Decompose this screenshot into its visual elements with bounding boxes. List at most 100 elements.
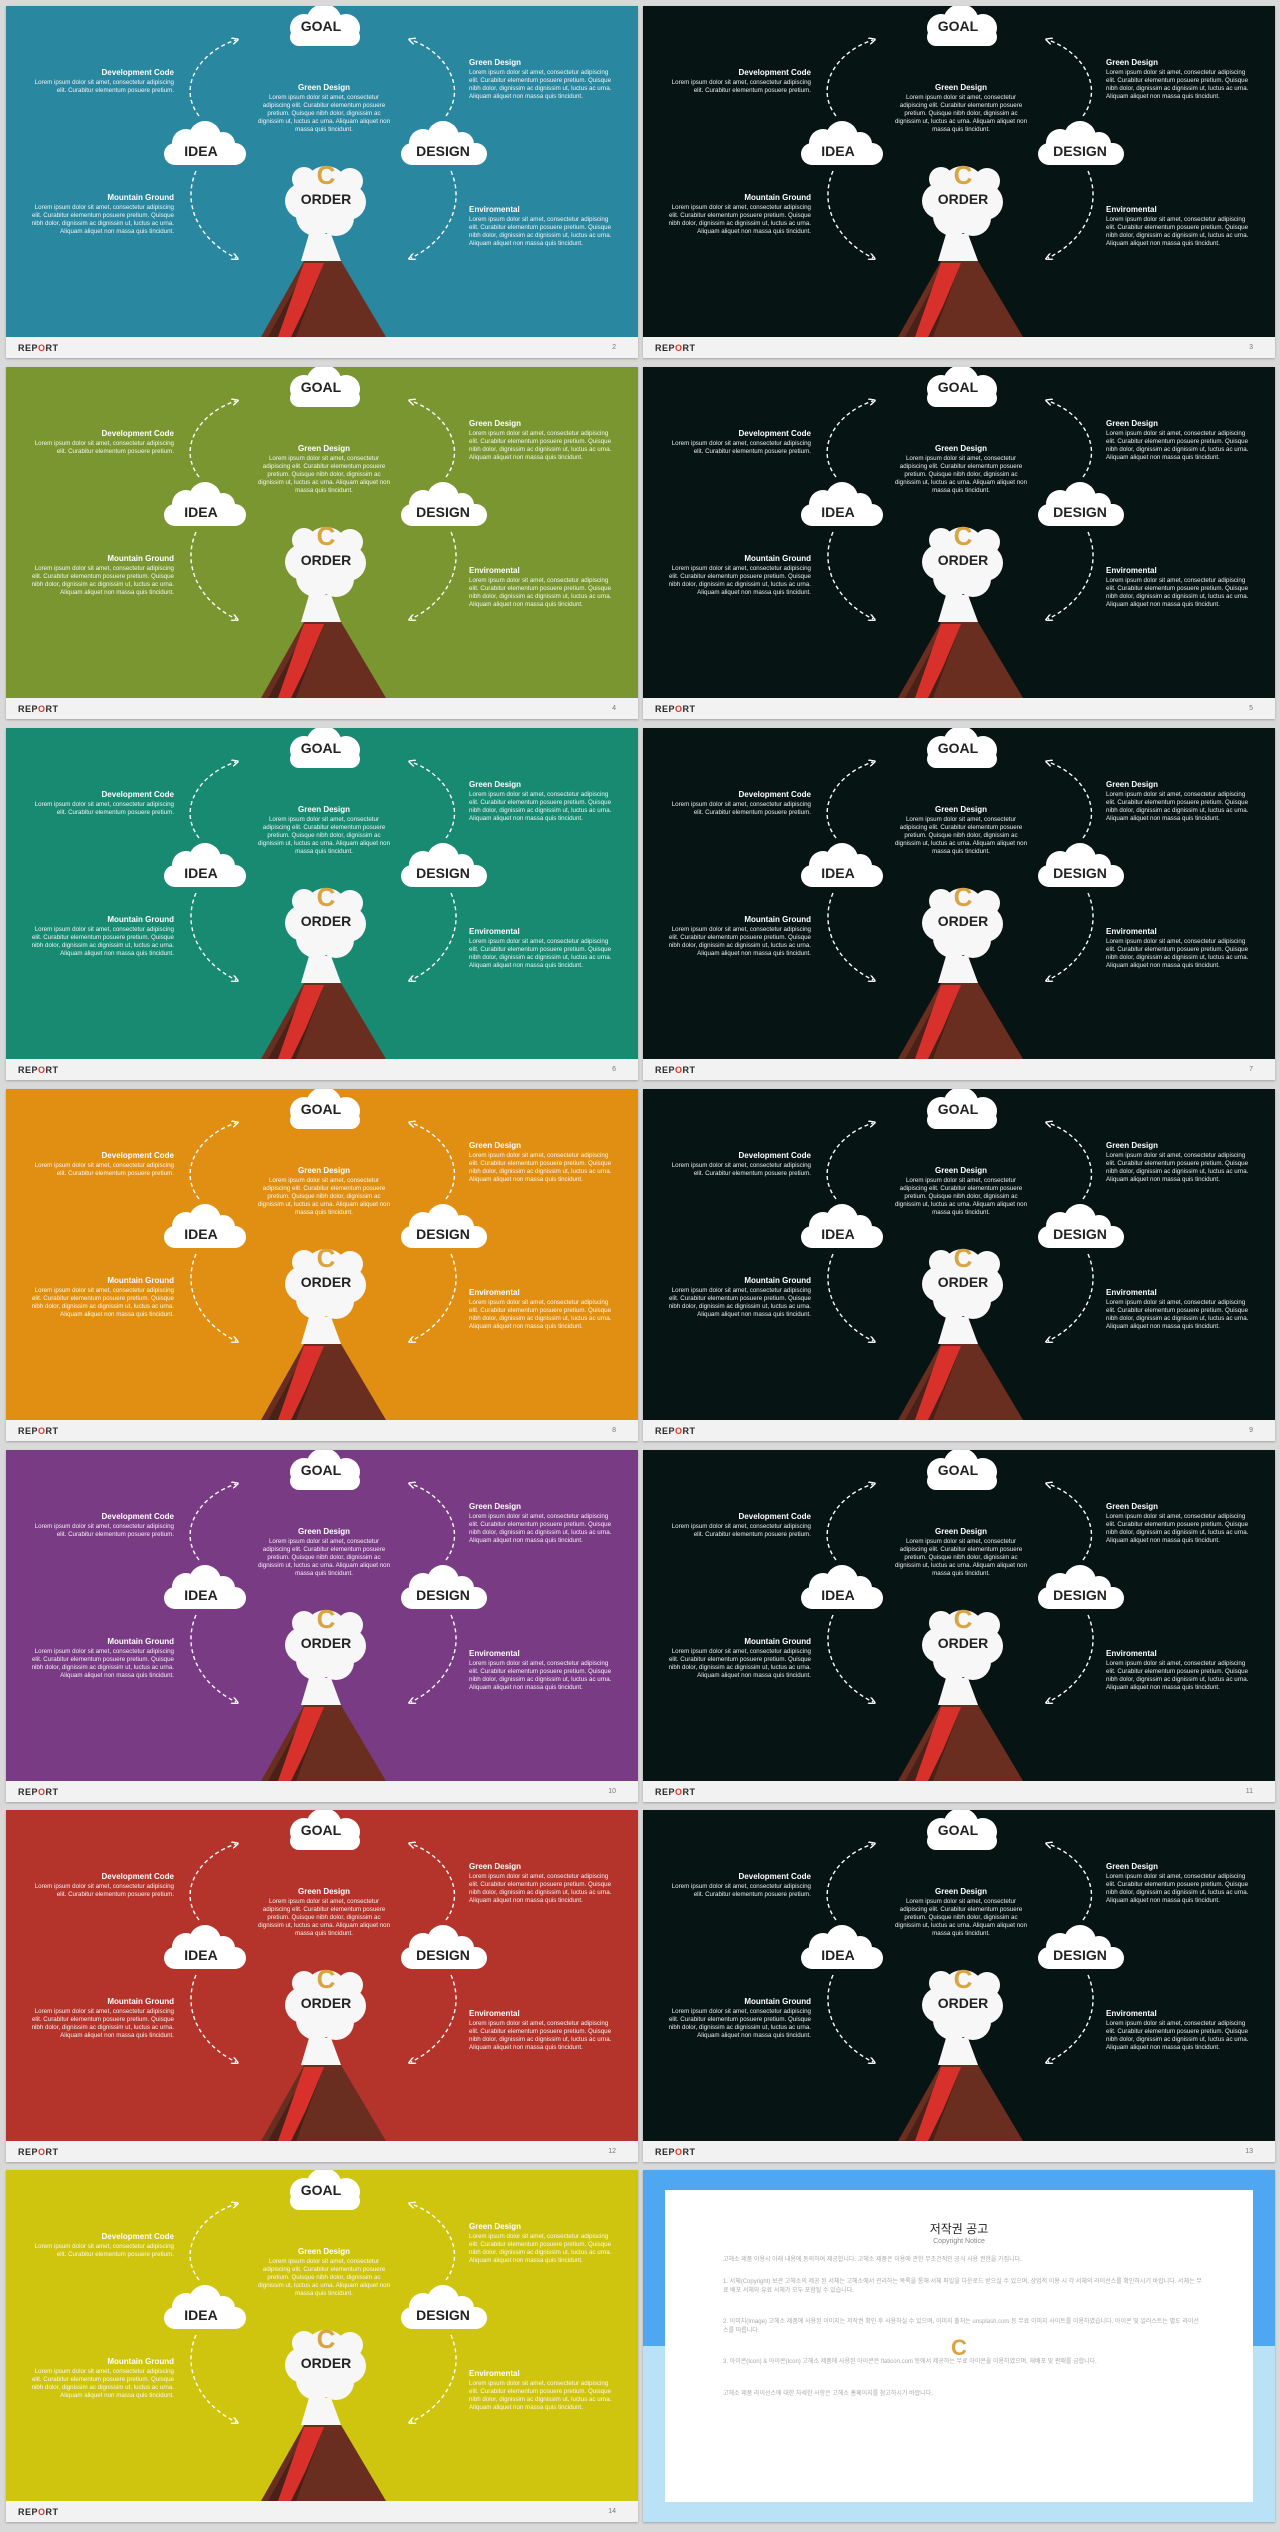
- environmental-body: Lorem ipsum dolor sit amet, consectetur …: [1106, 938, 1249, 969]
- green-design-center-title: Green Design: [297, 1166, 350, 1175]
- green-design-center-block: Green Design Lorem ipsum dolor sit amet,…: [893, 1887, 1029, 1938]
- brand-logo: REPORT: [655, 1787, 696, 1797]
- green-design-right-title: Green Design: [469, 58, 522, 67]
- goal-cloud-icon: [290, 6, 360, 46]
- goal-label: GOAL: [937, 379, 979, 395]
- green-design-right-title: Green Design: [469, 419, 522, 428]
- order-label: ORDER: [300, 1995, 352, 2011]
- logo-mark-icon: C: [317, 160, 336, 190]
- green-design-center-title: Green Design: [297, 805, 350, 814]
- green-design-center-block: Green Design Lorem ipsum dolor sit amet,…: [256, 444, 392, 495]
- development-code-title: Development Code: [101, 1151, 174, 1160]
- green-design-right-title: Green Design: [469, 1862, 522, 1871]
- development-code-block: Development Code Lorem ipsum dolor sit a…: [24, 1872, 174, 1899]
- brand-logo: REPORT: [655, 2147, 696, 2157]
- idea-label: IDEA: [821, 504, 855, 520]
- development-code-block: Development Code Lorem ipsum dolor sit a…: [24, 2232, 174, 2259]
- idea-cloud-icon: [164, 1204, 246, 1248]
- goal-label: GOAL: [937, 740, 979, 756]
- goal-label: GOAL: [300, 2182, 342, 2198]
- green-design-right-body: Lorem ipsum dolor sit amet, consectetur …: [469, 1873, 612, 1904]
- green-design-center-title: Green Design: [934, 444, 987, 453]
- page-number: 10: [608, 1788, 616, 1795]
- mountain-ground-title: Mountain Ground: [744, 1637, 811, 1646]
- order-cloud-icon: [922, 1249, 1003, 1319]
- design-label: DESIGN: [416, 143, 470, 159]
- copyright-slide[interactable]: 저작권 공고 Copyright Notice 고헤소 제품 이용시 아래 내용…: [643, 2170, 1275, 2522]
- logo-mark-icon: C: [317, 1964, 336, 1994]
- development-code-block: Development Code Lorem ipsum dolor sit a…: [661, 68, 811, 95]
- green-design-right-body: Lorem ipsum dolor sit amet, consectetur …: [469, 1513, 612, 1544]
- green-design-right-title: Green Design: [469, 1141, 522, 1150]
- order-cloud-icon: [285, 1610, 366, 1680]
- mountain-ground-block: Mountain Ground Lorem ipsum dolor sit am…: [24, 2357, 174, 2400]
- development-code-block: Development Code Lorem ipsum dolor sit a…: [24, 790, 174, 817]
- mountain-ground-block: Mountain Ground Lorem ipsum dolor sit am…: [661, 915, 811, 958]
- slide-thumbnail-12[interactable]: C: [6, 1810, 638, 2162]
- mountain-ground-block: Mountain Ground Lorem ipsum dolor sit am…: [661, 193, 811, 236]
- idea-label: IDEA: [821, 1587, 855, 1603]
- design-label: DESIGN: [416, 504, 470, 520]
- mountain-ground-block: Mountain Ground Lorem ipsum dolor sit am…: [661, 1637, 811, 1680]
- slide-thumbnail-14[interactable]: C: [6, 2170, 638, 2522]
- idea-label: IDEA: [821, 1947, 855, 1963]
- green-design-center-title: Green Design: [297, 444, 350, 453]
- green-design-center-body: Lorem ipsum dolor sit amet, consectetur …: [257, 1898, 391, 1937]
- idea-cloud-icon: [801, 482, 883, 526]
- slide-thumbnail-5[interactable]: C: [643, 367, 1275, 719]
- green-design-right-title: Green Design: [1106, 1862, 1159, 1871]
- design-cloud-icon: [401, 1204, 487, 1248]
- environmental-body: Lorem ipsum dolor sit amet, consectetur …: [469, 1299, 612, 1330]
- slide-thumbnail-13[interactable]: C: [643, 1810, 1275, 2162]
- order-cloud-icon: [285, 166, 366, 236]
- green-design-right-block: Green Design Lorem ipsum dolor sit amet,…: [469, 58, 619, 101]
- slide-thumbnail-4[interactable]: C: [6, 367, 638, 719]
- development-code-body: Lorem ipsum dolor sit amet, consectetur …: [34, 801, 174, 816]
- mountain-ground-title: Mountain Ground: [744, 554, 811, 563]
- slide-footer: REPORT 2: [6, 337, 638, 358]
- mountain-ground-title: Mountain Ground: [107, 1276, 174, 1285]
- page-number: 14: [608, 2508, 616, 2515]
- order-cloud-icon: [922, 1970, 1003, 2040]
- green-design-center-title: Green Design: [297, 1887, 350, 1896]
- environmental-title: Enviromental: [1106, 1649, 1157, 1658]
- green-design-right-block: Green Design Lorem ipsum dolor sit amet,…: [469, 1862, 619, 1905]
- slide-thumbnail-9[interactable]: C: [643, 1089, 1275, 1441]
- environmental-body: Lorem ipsum dolor sit amet, consectetur …: [1106, 2020, 1249, 2051]
- goal-cloud-icon: [927, 367, 997, 407]
- slide-thumbnail-3[interactable]: C: [643, 6, 1275, 358]
- environmental-block: Enviromental Lorem ipsum dolor sit amet,…: [1106, 927, 1256, 970]
- slide-thumbnail-6[interactable]: C: [6, 728, 638, 1080]
- idea-label: IDEA: [821, 1226, 855, 1242]
- mountain-ground-title: Mountain Ground: [107, 1997, 174, 2006]
- volcano-diagram: C: [164, 1810, 487, 2141]
- volcano-diagram: C: [801, 728, 1124, 1059]
- idea-label: IDEA: [184, 865, 218, 881]
- order-label: ORDER: [300, 913, 352, 929]
- goal-cloud-icon: [290, 1089, 360, 1129]
- order-label: ORDER: [937, 1635, 989, 1651]
- design-label: DESIGN: [416, 1587, 470, 1603]
- flow-arrows: [189, 401, 457, 619]
- mountain-ground-block: Mountain Ground Lorem ipsum dolor sit am…: [24, 193, 174, 236]
- idea-cloud-icon: [801, 843, 883, 887]
- environmental-body: Lorem ipsum dolor sit amet, consectetur …: [469, 577, 612, 608]
- volcano-diagram: C: [164, 1450, 487, 1781]
- slide-thumbnail-2[interactable]: C: [6, 6, 638, 358]
- mountain-ground-title: Mountain Ground: [107, 193, 174, 202]
- volcano-diagram: C: [801, 367, 1124, 698]
- volcano-diagram: C: [164, 2170, 487, 2501]
- green-design-center-block: Green Design Lorem ipsum dolor sit amet,…: [893, 83, 1029, 134]
- slide-thumbnail-7[interactable]: C: [643, 728, 1275, 1080]
- green-design-right-title: Green Design: [1106, 419, 1159, 428]
- logo-mark-icon: C: [317, 1243, 336, 1273]
- mountain-ground-body: Lorem ipsum dolor sit amet, consectetur …: [668, 1648, 811, 1679]
- slide-thumbnail-11[interactable]: C: [643, 1450, 1275, 1802]
- green-design-center-body: Lorem ipsum dolor sit amet, consectetur …: [894, 1898, 1028, 1937]
- logo-mark-icon: C: [317, 521, 336, 551]
- slide-thumbnail-8[interactable]: C: [6, 1089, 638, 1441]
- environmental-block: Enviromental Lorem ipsum dolor sit amet,…: [469, 566, 619, 609]
- slide-thumbnail-10[interactable]: C: [6, 1450, 638, 1802]
- green-design-center-title: Green Design: [934, 805, 987, 814]
